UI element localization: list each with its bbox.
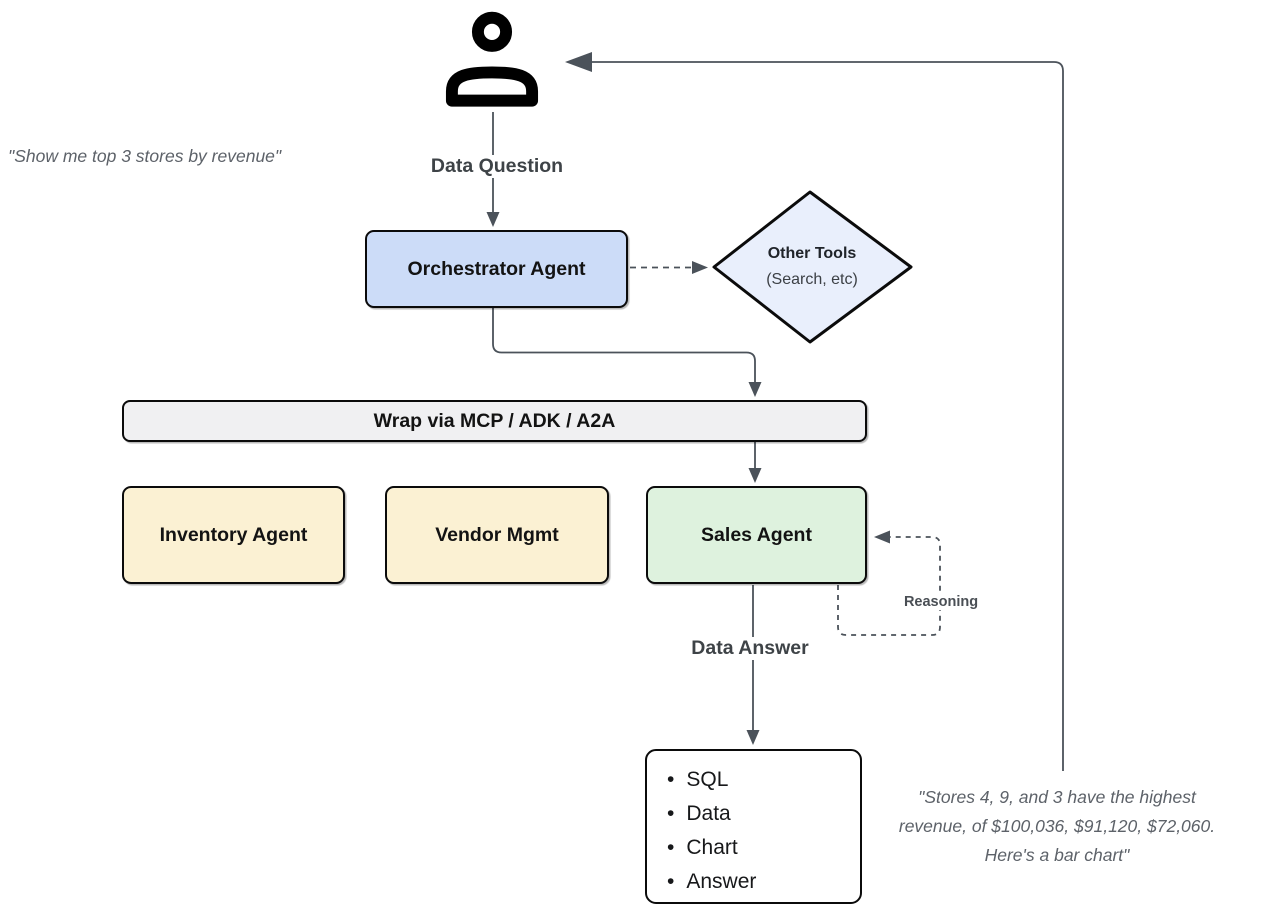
reasoning-label: Reasoning <box>899 594 983 610</box>
arrow-orchestrator-to-other-tools <box>630 261 708 274</box>
answer-quote-line: Here's a bar chart" <box>984 845 1130 865</box>
output-artifacts-list: SQL Data Chart Answer <box>667 763 860 899</box>
other-tools-text: Other Tools (Search, etc) <box>722 241 902 293</box>
sales-agent-label: Sales Agent <box>701 523 812 546</box>
output-item: Data <box>667 797 860 831</box>
answer-quote-line: revenue, of $100,036, $91,120, $72,060. <box>898 816 1216 836</box>
user-question-quote: "Show me top 3 stores by revenue" <box>8 146 282 166</box>
orchestrator-agent-node: Orchestrator Agent <box>365 230 628 308</box>
wrap-mcp-label: Wrap via MCP / ADK / A2A <box>373 409 616 432</box>
output-item: Answer <box>667 865 860 899</box>
data-question-label: Data Question <box>426 155 568 178</box>
arrow-sales-to-output <box>746 585 760 745</box>
inventory-agent-node: Inventory Agent <box>122 486 345 584</box>
answer-quote: "Stores 4, 9, and 3 have the highest rev… <box>856 783 1258 870</box>
output-item: Chart <box>667 831 860 865</box>
inventory-agent-label: Inventory Agent <box>159 523 308 546</box>
sales-agent-node: Sales Agent <box>646 486 867 584</box>
answer-quote-line: "Stores 4, 9, and 3 have the highest <box>918 787 1196 807</box>
vendor-mgmt-label: Vendor Mgmt <box>435 523 559 546</box>
arrow-orchestrator-to-wrap <box>492 308 762 397</box>
user-person-icon <box>440 8 544 112</box>
arrow-wrap-to-sales <box>748 442 762 483</box>
vendor-mgmt-node: Vendor Mgmt <box>385 486 609 584</box>
wrap-mcp-bar: Wrap via MCP / ADK / A2A <box>122 400 867 442</box>
output-artifacts-box: SQL Data Chart Answer <box>645 749 862 904</box>
other-tools-subtitle: (Search, etc) <box>766 271 858 288</box>
other-tools-title: Other Tools <box>767 245 857 262</box>
data-answer-label: Data Answer <box>687 637 813 660</box>
orchestrator-agent-label: Orchestrator Agent <box>407 257 586 280</box>
output-item: SQL <box>667 763 860 797</box>
